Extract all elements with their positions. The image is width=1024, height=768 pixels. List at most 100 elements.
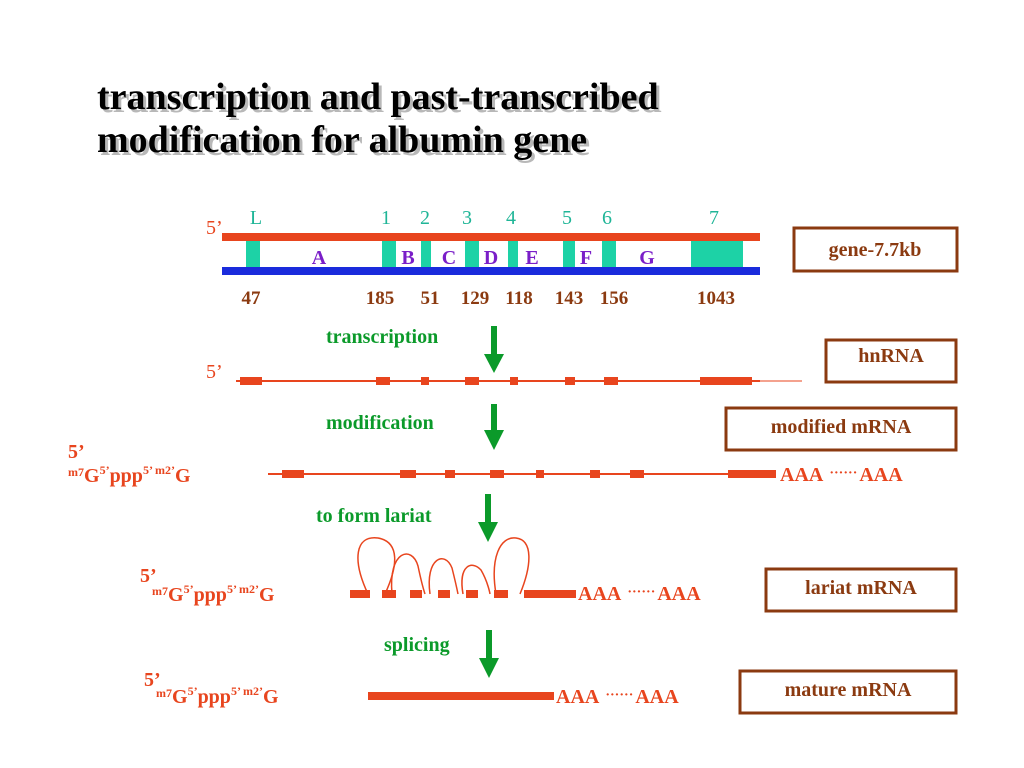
gene-bottom-strand [222, 267, 760, 275]
lariat-loops [357, 537, 530, 595]
splicing-arrow-icon [479, 658, 499, 678]
hnrna-five-prime-label: 5’ [206, 361, 223, 383]
hnrna-exons [240, 377, 752, 385]
exon-sizes: 47 185 51 129 118 143 156 1043 [242, 288, 736, 309]
modified-mrna-row: 5’ m7G5’ppp5’ m2’G AAA······AAA modified… [68, 406, 958, 487]
lariat-exon [466, 590, 478, 598]
lariat-arrow-icon [478, 522, 498, 542]
exon-label: 3 [462, 207, 472, 229]
gene-exon-7 [691, 241, 743, 267]
hnrna-exon [240, 377, 262, 385]
modified-exon [536, 470, 544, 478]
modified-exon [590, 470, 600, 478]
modified-polya: AAA······AAA [780, 464, 903, 486]
modified-exon [400, 470, 416, 478]
modified-exon [282, 470, 304, 478]
gene-exon-2 [421, 241, 431, 267]
gene-exon-6 [602, 241, 616, 267]
lariat-exon [410, 590, 422, 598]
mature-cap: m7G5’ppp5’ m2’G [156, 684, 279, 708]
hnrna-exon [604, 377, 618, 385]
exon-size-label: 51 [421, 288, 440, 309]
gene-label-box [792, 226, 959, 273]
lariat-exons [350, 590, 508, 598]
lariat-loop-e [493, 537, 530, 595]
lariat-exon [438, 590, 450, 598]
intron-label: E [525, 247, 538, 269]
hnrna-label-text: hnRNA [858, 345, 924, 367]
mature-polya: AAA······AAA [556, 686, 679, 708]
hnrna-exon [565, 377, 575, 385]
lariat-loop-c [428, 558, 459, 595]
modified-exons [282, 470, 644, 478]
hnrna-exon [421, 377, 429, 385]
gene-label-text: gene-7.7kb [829, 239, 922, 261]
intron-label: D [484, 247, 498, 269]
lariat-label-text: lariat mRNA [805, 577, 917, 599]
mature-exon-bar [368, 692, 554, 700]
exon-label: L [250, 207, 262, 229]
gene-five-prime-label: 5’ [206, 217, 223, 239]
modification-arrow-shaft [491, 404, 497, 432]
modified-exon [490, 470, 504, 478]
mature-label-text: mature mRNA [785, 679, 912, 701]
hnrna-exon [376, 377, 390, 385]
exon-size-label: 156 [600, 288, 629, 309]
modified-exon-7 [728, 470, 776, 478]
transcription-label: transcription [326, 326, 438, 348]
gene-exon-4 [508, 241, 518, 267]
lariat-loop-b [390, 553, 426, 595]
mature-five-prime: 5’ [144, 669, 161, 691]
gene-exon-0 [246, 241, 260, 267]
modification-label: modification [326, 412, 434, 434]
transcription-step: transcription [326, 326, 504, 373]
exon-blocks [246, 241, 743, 267]
slide-title: transcription and past-transcribed modif… [97, 76, 917, 162]
transcription-arrow-icon [484, 354, 504, 373]
mature-mrna-row: 5’ m7G5’ppp5’ m2’G AAA······AAA mature m… [144, 669, 958, 715]
modified-five-prime: 5’ [68, 441, 85, 463]
gene-exon-1 [382, 241, 396, 267]
exon-size-label: 47 [242, 288, 262, 309]
intron-label: C [442, 247, 456, 269]
gene-exon-5 [563, 241, 575, 267]
exon-label: 2 [420, 207, 430, 229]
mature-label-box [738, 669, 958, 715]
exon-size-label: 1043 [697, 288, 735, 309]
modified-cap: m7G5’ppp5’ m2’G [68, 463, 191, 487]
exon-size-label: 129 [461, 288, 490, 309]
lariat-cap: m7G5’ppp5’ m2’G [152, 582, 275, 606]
splicing-label: splicing [384, 634, 450, 656]
modified-exon [630, 470, 644, 478]
lariat-exon-7 [524, 590, 576, 598]
exon-size-label: 143 [555, 288, 584, 309]
modified-exon [445, 470, 455, 478]
title-line-2: modification for albumin gene [97, 119, 588, 161]
hnrna-exon [510, 377, 518, 385]
splicing-arrow-shaft [486, 630, 492, 660]
lariat-polya: AAA······AAA [578, 583, 701, 605]
hnrna-row: 5’ hnRNA [206, 338, 958, 385]
title-line-1: transcription and past-transcribed [97, 76, 659, 118]
exon-size-label: 185 [366, 288, 395, 309]
lariat-exon [494, 590, 508, 598]
lariat-loop-d [461, 564, 491, 595]
intron-label: G [639, 247, 655, 269]
exon-label: 5 [562, 207, 572, 229]
gene-top-strand [222, 233, 760, 241]
modified-label-text: modified mRNA [771, 416, 912, 438]
lariat-arrow-shaft [485, 494, 491, 526]
intron-label: F [580, 247, 592, 269]
exon-label: 7 [709, 207, 719, 229]
exon-size-label: 118 [505, 288, 532, 309]
hnrna-exon [465, 377, 479, 385]
lariat-five-prime: 5’ [140, 565, 157, 587]
gene-exon-3 [465, 241, 479, 267]
lariat-exon [350, 590, 370, 598]
modification-step: modification [326, 404, 504, 450]
modification-arrow-icon [484, 430, 504, 450]
lariat-label-box [764, 567, 958, 613]
exon-label: 6 [602, 207, 612, 229]
